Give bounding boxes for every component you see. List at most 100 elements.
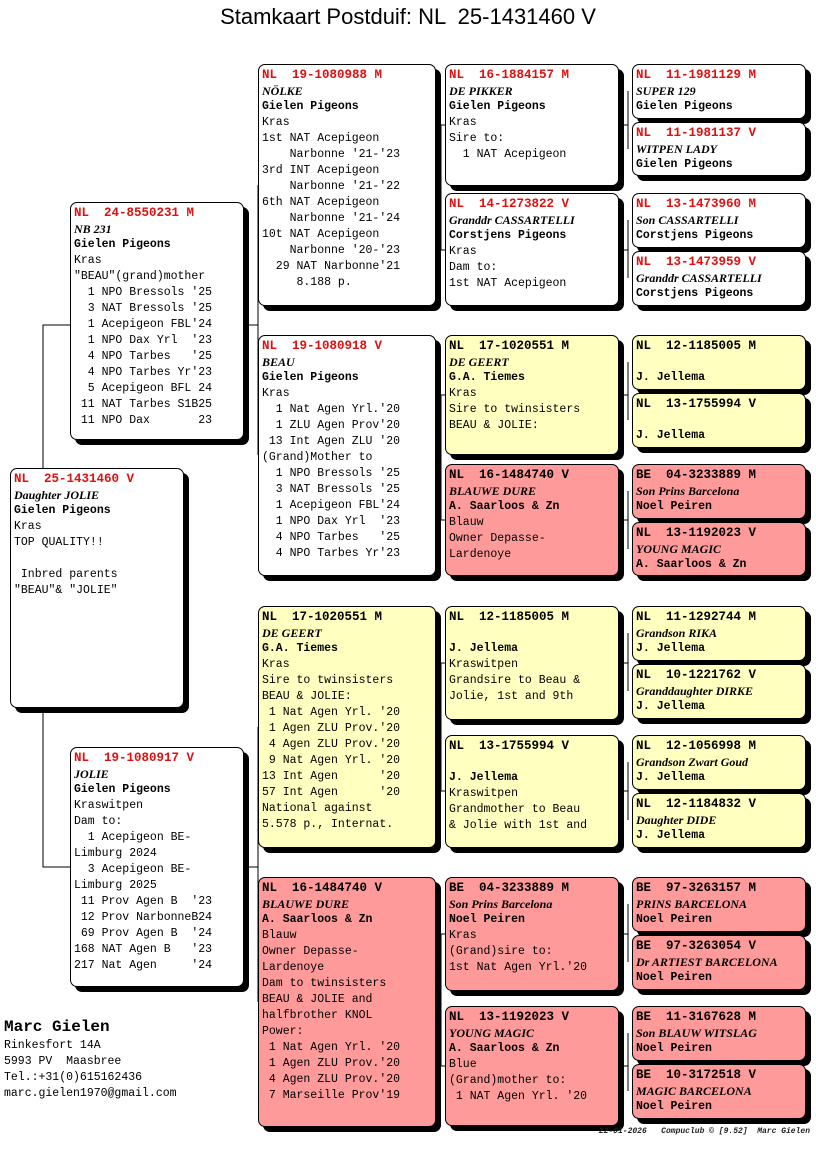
connector-line [436,933,445,1067]
ring-number: BE 10-3172518 V [636,1068,757,1082]
pigeon-note: TOP QUALITY!! [14,536,104,549]
owner-name: J. Jellema [636,371,706,384]
ring-number: NL 12-1184832 V [636,797,757,811]
ring-number: NL 10-1221762 V [636,668,757,682]
ring-number: BE 04-3233889 M [449,881,570,895]
pigeon-note: 1 NAT Agen Yrl. '20 [449,1090,588,1103]
ring-number: NL 16-1484740 V [449,468,570,482]
connector-line [619,1033,629,1091]
ring-number: BE 04-3233889 M [636,468,757,482]
owner-name: Gielen Pigeons [636,158,733,171]
pigeon-note: Dam to: [74,815,123,828]
pigeon-note: National against [262,802,373,815]
pigeon-name: NB 231 [74,222,112,236]
ring-number: NL 17-1020551 M [449,339,570,353]
pigeon-note: (Grand)sire to: [449,945,553,958]
ring-number: NL 12-1056998 M [636,739,757,753]
pigeon-name: YOUNG MAGIC [636,542,722,556]
ring-number: NL 13-1192023 V [636,526,757,540]
pigeon-note: 57 Int Agen '20 [262,786,401,799]
pigeon-note [14,551,180,567]
pigeon-note: Jolie, 1st and 9th [449,690,574,703]
owner-name: Noel Peiren [636,1042,712,1055]
pigeon-note: 11 NAT Tarbes S1B25 [74,398,213,411]
connector-line [619,362,629,420]
pigeon-note: Kras [449,116,477,129]
connector-line [436,394,445,521]
ring-number: NL 13-1755994 V [636,397,757,411]
owner-name: J. Jellema [636,771,706,784]
page-title: Stamkaart Postduif: NL 25-1431460 V [220,4,596,29]
pigeon-note: Dam to: [449,261,498,274]
pigeon-note: (Grand)Mother to [262,451,373,464]
owner-name: Gielen Pigeons [74,783,171,796]
pigeon-name: Daughter JOLIE [14,488,100,502]
pigeon-note: 10t NAT Acepigeon [262,228,380,241]
pigeon-card[interactable]: NL 12-1056998 M Grandson Zwart Goud J. Jel… [632,735,806,790]
pigeon-note: Narbonne '20-'23 [262,244,401,257]
pigeon-name: Grandson Zwart Goud [636,755,749,769]
pigeon-name: YOUNG MAGIC [449,1026,535,1040]
connector-line [436,662,445,792]
pigeon-note: 1 NPO Bressols '25 [74,286,213,299]
pigeon-note: Lardenoye [449,548,512,561]
ring-number: NL 11-1292744 M [636,610,757,624]
pigeon-note: 1 Nat Agen Yrl. '20 [262,706,401,719]
pigeon-note: Kras [74,254,102,267]
owner-name: A. Saarloos & Zn [449,1042,560,1055]
pigeon-note: Inbred parents [14,568,118,581]
ring-number: NL 12-1185005 M [449,610,570,624]
pigeon-name: SUPER 129 [636,84,696,98]
pigeon-note: Kras [262,116,290,129]
pigeon-note: 4 NPO Tarbes Yr'23 [74,366,213,379]
pigeon-note: 4 NPO Tarbes '25 [74,350,213,363]
pigeon-note: 11 Prov Agen B '23 [74,895,213,908]
pigeon-note: Power: [262,1025,304,1038]
pigeon-name: Daughter DIDE [636,813,717,827]
pigeon-name: Son Prins Barcelona [449,897,553,911]
breeder-email[interactable]: marc.gielen1970@gmail.com [4,1087,177,1100]
pigeon-note: 1 NPO Bressols '25 [262,467,401,480]
pigeon-name: Granddaughter DIRKE [636,684,754,698]
owner-name: J. Jellema [636,429,706,442]
pigeon-card[interactable]: NL 13-1755994 V J. Jellema [632,393,806,448]
owner-name: J. Jellema [636,642,706,655]
owner-name: Gielen Pigeons [14,504,111,517]
pigeon-note: Lardenoye [262,961,325,974]
breeder-city: 5993 PV Maasbree [4,1055,122,1068]
ring-number: NL 13-1473959 V [636,255,757,269]
pigeon-name: WITPEN LADY [636,142,717,156]
pigeon-name: Dr ARTIEST BARCELONA [636,955,778,969]
connector-line [244,727,259,1002]
pigeon-note: 1st Nat Agen Yrl.'20 [449,961,588,974]
